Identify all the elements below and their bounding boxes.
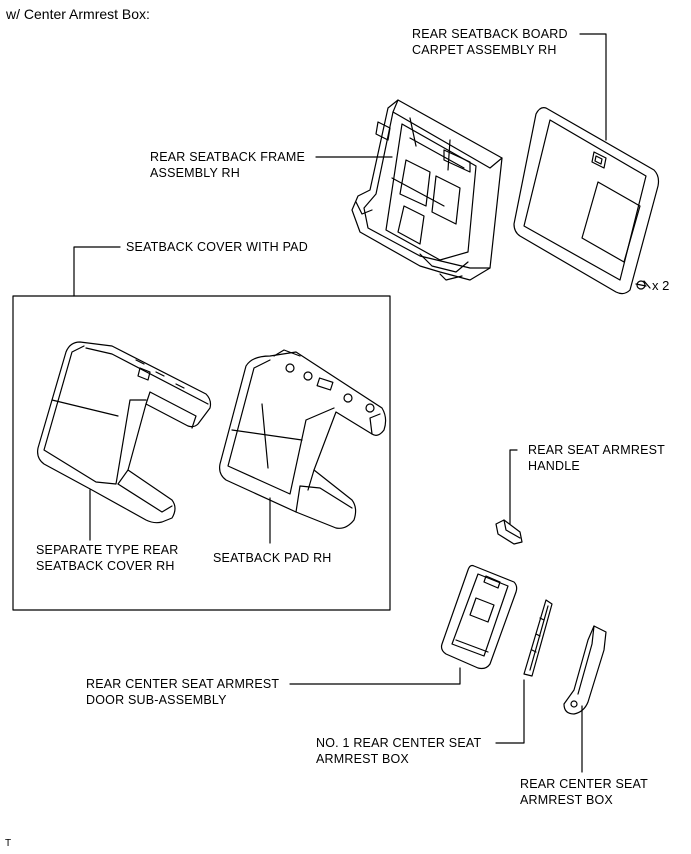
leader-lines — [73, 33, 607, 773]
label-frame-line2: ASSEMBLY RH — [150, 166, 240, 180]
rear-seatback-frame-illustration — [351, 99, 503, 281]
label-carpet-line2: CARPET ASSEMBLY RH — [412, 43, 557, 57]
seatback-pad-illustration — [219, 349, 387, 529]
label-door-line1: REAR CENTER SEAT ARMREST — [86, 677, 280, 691]
label-box-line2: ARMREST BOX — [520, 793, 613, 807]
label-carpet-line1: REAR SEATBACK BOARD — [412, 27, 568, 41]
label-separate-cover-line2: SEATBACK COVER RH — [36, 559, 175, 573]
clip-quantity: x 2 — [652, 278, 670, 293]
label-seatback-pad: SEATBACK PAD RH — [213, 551, 332, 565]
label-no1-box-line1: NO. 1 REAR CENTER SEAT — [316, 736, 482, 750]
no1-armrest-box-illustration — [523, 599, 553, 677]
armrest-box-illustration — [563, 625, 607, 715]
label-door-line2: DOOR SUB-ASSEMBLY — [86, 693, 227, 707]
label-cover-with-pad: SEATBACK COVER WITH PAD — [126, 240, 308, 254]
label-box-line1: REAR CENTER SEAT — [520, 777, 648, 791]
armrest-door-illustration — [440, 564, 518, 670]
seatback-cover-group-frame — [12, 295, 391, 611]
label-separate-cover-line1: SEPARATE TYPE REAR — [36, 543, 179, 557]
seatback-cover-illustration — [37, 341, 212, 524]
label-handle-line1: REAR SEAT ARMREST — [528, 443, 665, 457]
armrest-handle-illustration — [495, 519, 523, 545]
diagram-title: w/ Center Armrest Box: — [6, 6, 150, 22]
label-no1-box-line2: ARMREST BOX — [316, 752, 409, 766]
label-frame-line1: REAR SEATBACK FRAME — [150, 150, 305, 164]
footer-mark: T — [5, 838, 12, 849]
clip-icon — [635, 280, 651, 290]
label-handle-line2: HANDLE — [528, 459, 580, 473]
seatback-board-carpet-illustration — [513, 107, 660, 295]
